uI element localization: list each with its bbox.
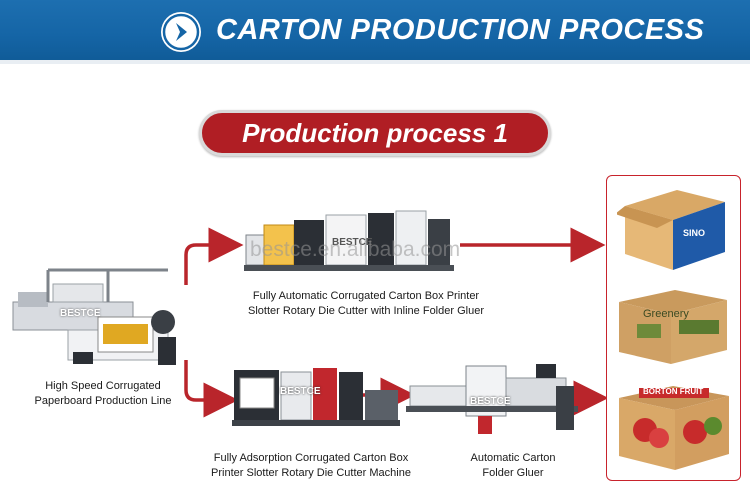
- finished-cartons-frame: SINO Greenery BORTON FRUIT: [606, 175, 741, 481]
- arrow-to-adsorption-printer: [184, 360, 239, 418]
- carton-box-3: BORTON FRUIT: [615, 380, 733, 474]
- brand-label: BESTCE: [332, 237, 373, 248]
- adsorption-printer-caption: Fully Adsorption Corrugated Carton Box P…: [211, 452, 411, 479]
- page-title: CARTON PRODUCTION PROCESS: [216, 14, 705, 46]
- brand-label: BESTCE: [280, 386, 321, 397]
- section-title-pill: Production process 1: [199, 110, 551, 156]
- carton-box-3-label: BORTON FRUIT: [643, 387, 704, 396]
- carton-box-2: Greenery: [615, 284, 731, 368]
- inline-printer-image: BESTCE: [244, 205, 454, 277]
- production-line-caption: High Speed Corrugated Paperboard Product…: [34, 380, 172, 407]
- chevron-right-icon: [161, 12, 201, 52]
- section-title: Production process 1: [242, 117, 508, 148]
- brand-label: BESTCE: [470, 396, 511, 407]
- watermark: bestce.en.alibaba.com: [250, 238, 461, 261]
- brand-label: BESTCE: [60, 308, 101, 319]
- adsorption-printer-image: BESTCE: [232, 360, 400, 434]
- carton-box-1-label: SINO: [683, 228, 706, 238]
- header-banner: [0, 0, 750, 64]
- carton-box-2-label: Greenery: [643, 308, 689, 320]
- folder-gluer-caption: Automatic Carton Folder Gluer: [470, 452, 556, 479]
- header-divider: [0, 60, 750, 64]
- carton-box-1: SINO: [615, 184, 729, 272]
- production-line-image: BESTCE: [8, 262, 188, 370]
- arrow-to-inline-printer: [184, 227, 244, 285]
- inline-printer-caption: Fully Automatic Corrugated Carton Box Pr…: [248, 290, 484, 317]
- folder-gluer-image: BESTCE: [406, 356, 578, 440]
